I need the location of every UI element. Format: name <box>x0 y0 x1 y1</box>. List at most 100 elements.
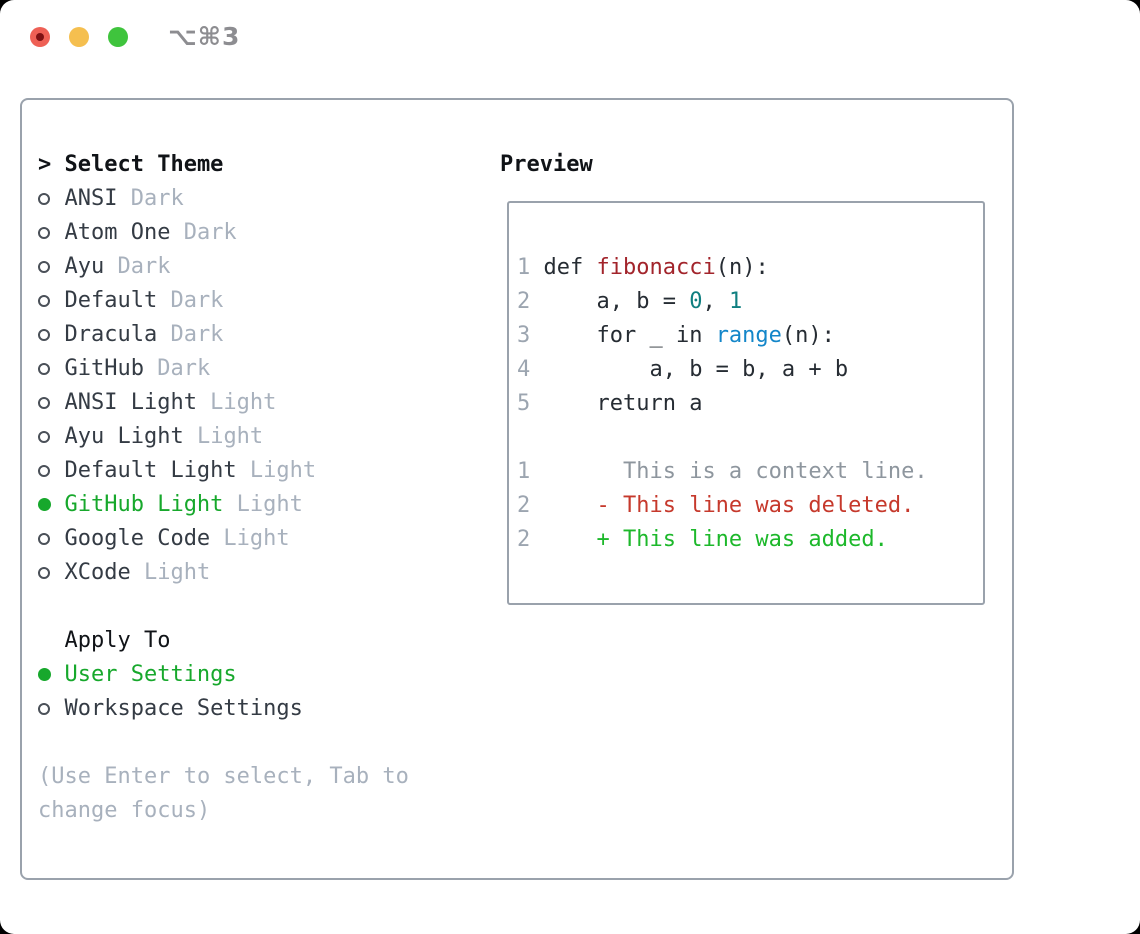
radio-icon <box>38 386 51 420</box>
item-variant-tag: Dark <box>104 254 171 279</box>
code-segment: return a <box>543 391 703 416</box>
radio-icon <box>38 250 51 284</box>
theme-item[interactable]: GitHub Light Light <box>38 488 409 522</box>
item-label: Dracula <box>64 322 158 347</box>
radio-icon <box>38 284 51 318</box>
item-variant-tag: Dark <box>143 356 211 381</box>
code-segment: range <box>715 323 782 348</box>
traffic-light-minimize[interactable] <box>69 27 89 47</box>
line-number: 4 <box>517 357 531 382</box>
radio-icon <box>38 318 51 352</box>
spacer <box>38 726 409 760</box>
preview-header: Preview <box>500 152 593 177</box>
radio-icon <box>38 420 51 454</box>
preview-column: Preview 1 def fibonacci(n):2 a, b = 0, 1… <box>500 148 985 605</box>
item-label: GitHub Light <box>64 492 224 517</box>
radio-selected-icon <box>38 488 51 522</box>
item-variant-tag: Light <box>236 458 317 483</box>
theme-item[interactable]: Default Dark <box>38 284 409 318</box>
item-variant-tag: Light <box>210 526 290 551</box>
apply-option[interactable]: User Settings <box>38 658 409 692</box>
theme-item[interactable]: Atom One Dark <box>38 216 409 250</box>
item-variant-tag: Light <box>196 390 277 415</box>
code-line: 1 def fibonacci(n): <box>517 251 977 285</box>
item-label: Ayu <box>64 254 105 279</box>
theme-item[interactable]: GitHub Dark <box>38 352 409 386</box>
window-title: ⌥⌘3 <box>168 22 241 51</box>
select-theme-header: > Select Theme <box>38 152 224 177</box>
hint-text-line2: change focus) <box>38 798 211 823</box>
theme-item[interactable]: XCode Light <box>38 556 409 590</box>
item-variant-tag: Light <box>223 492 303 517</box>
item-label: XCode <box>64 560 131 585</box>
item-variant-tag: Dark <box>117 186 184 211</box>
code-line <box>517 421 977 455</box>
code-segment: fibonacci <box>596 255 716 280</box>
code-line: 2 a, b = 0, 1 <box>517 285 977 319</box>
line-number: 3 <box>517 323 531 348</box>
apply-to-list: User Settings Workspace Settings <box>38 658 409 726</box>
item-label: Default <box>64 288 158 313</box>
code-line: 1 This is a context line. <box>517 455 977 489</box>
code-segment: , <box>702 289 729 314</box>
radio-icon <box>38 216 51 250</box>
theme-item[interactable]: Google Code Light <box>38 522 409 556</box>
close-dot-icon <box>36 33 44 41</box>
line-number: 2 <box>517 289 531 314</box>
traffic-lights <box>30 27 128 47</box>
code-segment: a, b = b, a + b <box>543 357 849 382</box>
theme-item[interactable]: Ayu Dark <box>38 250 409 284</box>
code-segment: - This line was deleted. <box>543 493 915 518</box>
theme-picker-panel: > Select Theme ANSI Dark Atom One Dark A… <box>20 98 1014 880</box>
code-segment: + This line was added. <box>543 527 888 552</box>
theme-item[interactable]: ANSI Light Light <box>38 386 409 420</box>
hint-text-line1: (Use Enter to select, Tab to <box>38 764 409 789</box>
code-segment: def <box>543 255 597 280</box>
code-line: 4 a, b = b, a + b <box>517 353 977 387</box>
code-line: 3 for _ in range(n): <box>517 319 977 353</box>
item-variant-tag: Dark <box>157 288 224 313</box>
radio-selected-icon <box>38 658 51 692</box>
item-label: Atom One <box>64 220 171 245</box>
traffic-light-close[interactable] <box>30 27 50 47</box>
item-label: Ayu Light <box>64 424 184 449</box>
line-number: 1 <box>517 459 531 484</box>
radio-icon <box>38 352 51 386</box>
code-segment: 0 <box>689 289 703 314</box>
radio-icon <box>38 522 51 556</box>
theme-picker-column: > Select Theme ANSI Dark Atom One Dark A… <box>38 148 409 828</box>
item-label: Default Light <box>64 458 237 483</box>
code-segment: 1 <box>728 289 743 314</box>
code-segment: This is a context line. <box>543 459 928 484</box>
item-variant-tag: Dark <box>157 322 224 347</box>
code-segment: (n): <box>781 323 835 348</box>
apply-option[interactable]: Workspace Settings <box>38 692 409 726</box>
item-variant-tag: Light <box>183 424 264 449</box>
item-label: Workspace Settings <box>64 696 303 721</box>
code-segment: (n): <box>715 255 769 280</box>
theme-list: ANSI Dark Atom One Dark Ayu Dark Default… <box>38 182 409 590</box>
apply-to-header: Apply To <box>64 628 171 653</box>
item-variant-tag: Dark <box>170 220 237 245</box>
line-number: 2 <box>517 493 531 518</box>
traffic-light-zoom[interactable] <box>108 27 128 47</box>
theme-item[interactable]: Default Light Light <box>38 454 409 488</box>
theme-item[interactable]: ANSI Dark <box>38 182 409 216</box>
radio-icon <box>38 454 51 488</box>
theme-item[interactable]: Ayu Light Light <box>38 420 409 454</box>
radio-icon <box>38 556 51 590</box>
item-label: Google Code <box>64 526 211 551</box>
item-label: User Settings <box>64 662 237 687</box>
item-label: ANSI <box>64 186 118 211</box>
line-number: 1 <box>517 255 531 280</box>
item-variant-tag: Light <box>130 560 211 585</box>
code-segment: for _ in <box>543 323 716 348</box>
theme-item[interactable]: Dracula Dark <box>38 318 409 352</box>
code-segment: a, b = <box>543 289 690 314</box>
spacer <box>38 590 409 624</box>
radio-icon <box>38 692 51 726</box>
line-number: 2 <box>517 527 531 552</box>
code-line: 2 + This line was added. <box>517 523 977 557</box>
